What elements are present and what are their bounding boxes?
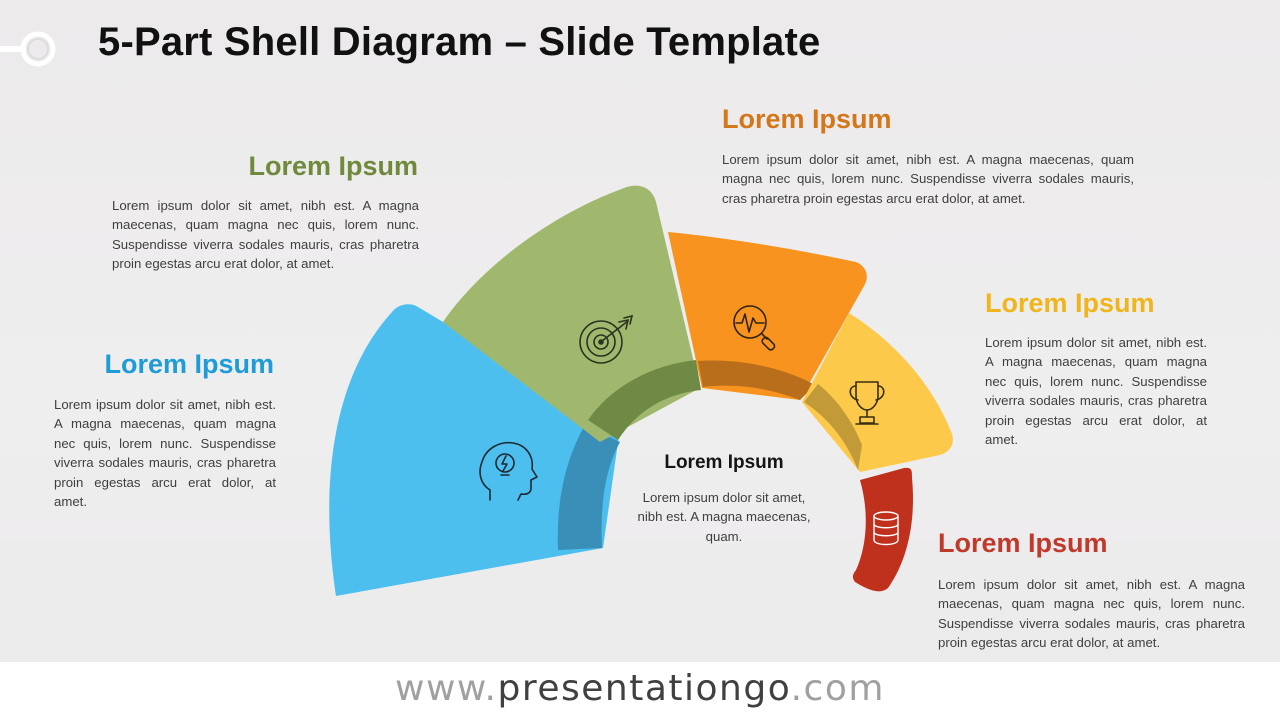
segment-red-outer <box>852 467 913 592</box>
head-lightbulb-icon <box>479 441 538 501</box>
footer-url[interactable]: www.presentationgo.com <box>395 668 885 709</box>
center-text: Lorem ipsum dolor sit amet, nibh est. A … <box>637 490 811 544</box>
segment-green-heading: Lorem Ipsum <box>248 151 418 181</box>
segment-blue-inner <box>557 425 620 550</box>
segment-orange-outer <box>668 232 867 400</box>
footer-url-prefix: www. <box>395 668 498 709</box>
center-title: Lorem Ipsum <box>664 452 784 473</box>
segment-orange-text: Lorem ipsum dolor sit amet, nibh est. A … <box>722 152 1134 206</box>
slide-canvas: 5-Part Shell Diagram – Slide Template <box>0 0 1280 662</box>
segment-yellow-text: Lorem ipsum dolor sit amet, nibh est. A … <box>985 335 1207 448</box>
segment-blue-text: Lorem ipsum dolor sit amet, nibh est. A … <box>54 397 276 510</box>
segment-orange <box>668 232 867 400</box>
segment-blue <box>329 304 620 596</box>
segment-red-heading: Lorem Ipsum <box>938 528 1108 558</box>
segment-green-outer <box>443 185 700 442</box>
segment-yellow-heading: Lorem Ipsum <box>985 288 1155 318</box>
segment-orange-inner <box>698 360 815 400</box>
trophy-icon <box>849 381 885 425</box>
segment-green-text: Lorem ipsum dolor sit amet, nibh est. A … <box>112 198 419 272</box>
slide-title: 5-Part Shell Diagram – Slide Template <box>98 20 821 64</box>
segment-yellow-inner <box>804 384 862 470</box>
footer-url-suffix: .com <box>790 668 885 709</box>
segment-red <box>852 467 913 592</box>
footer: www.presentationgo.com <box>0 662 1280 720</box>
target-icon <box>579 314 634 364</box>
footer-url-brand: presentationgo <box>497 668 791 709</box>
shell-diagram <box>329 185 953 596</box>
magnifier-decoration-icon <box>0 31 56 67</box>
segment-green-inner <box>588 360 701 440</box>
database-icon <box>873 511 899 546</box>
magnifier-pulse-icon <box>733 305 776 351</box>
segment-red-text: Lorem ipsum dolor sit amet, nibh est. A … <box>938 577 1245 651</box>
segment-blue-heading: Lorem Ipsum <box>104 349 274 379</box>
segment-green <box>443 185 701 442</box>
segment-blue-outer <box>329 304 620 596</box>
segment-orange-heading: Lorem Ipsum <box>722 104 892 134</box>
